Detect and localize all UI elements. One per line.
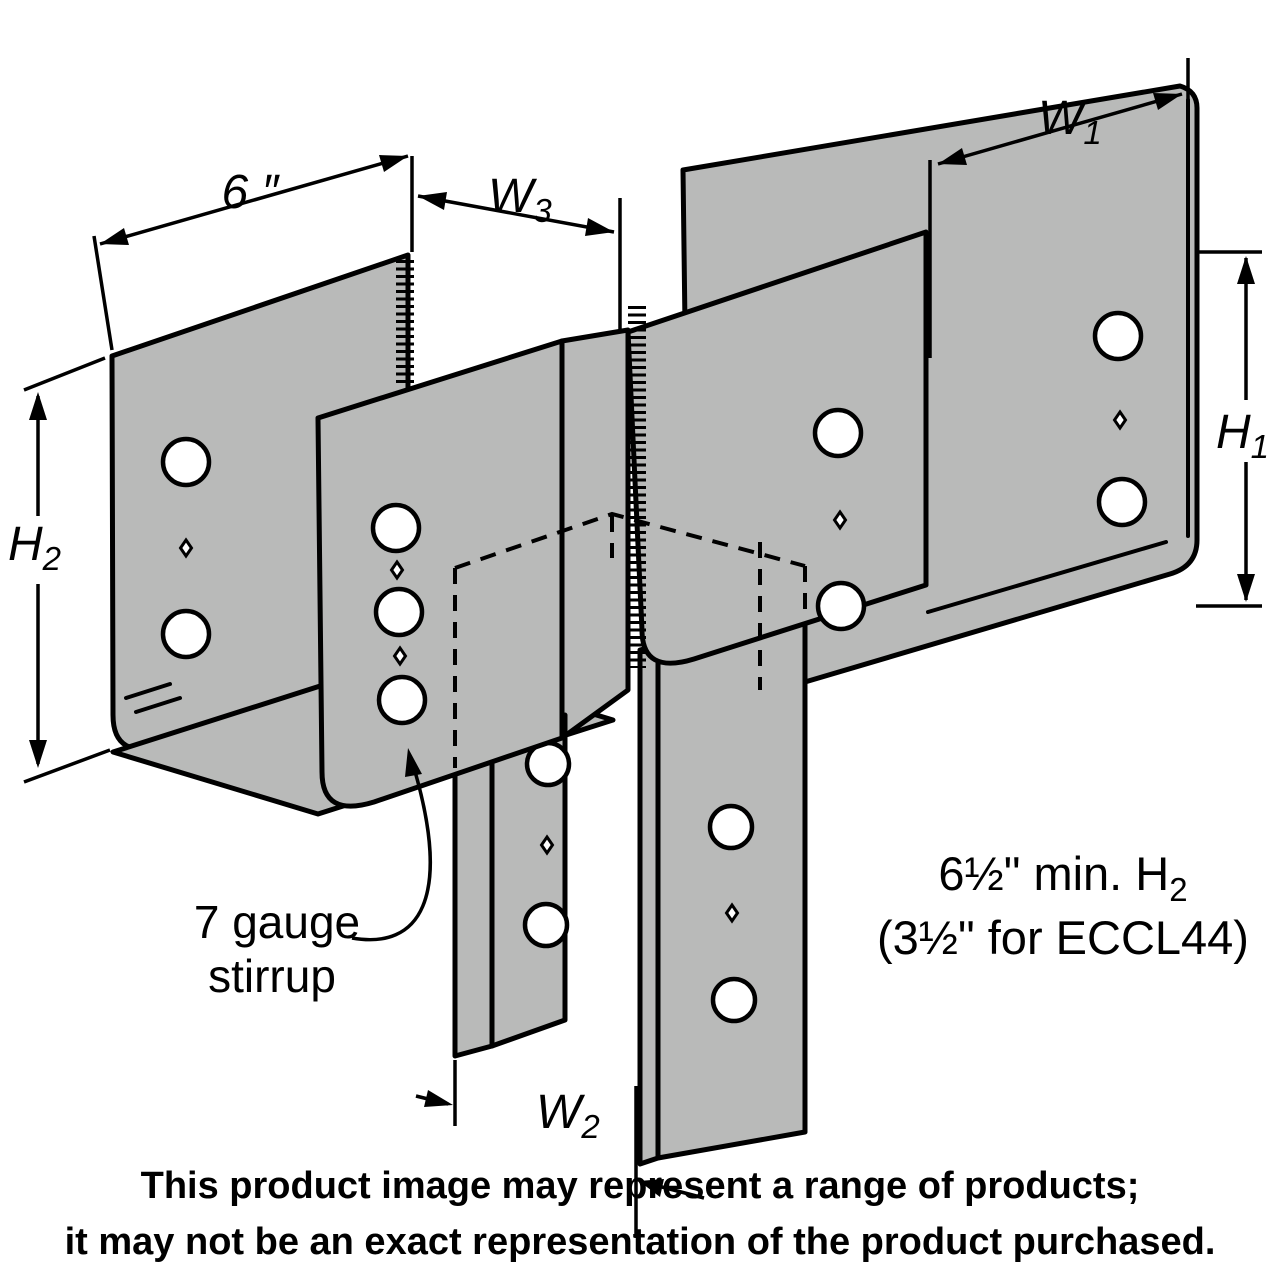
left-channel-front-flange xyxy=(315,338,565,809)
label-seat-length: 6 ″ xyxy=(221,166,280,219)
arrowhead xyxy=(585,218,614,236)
strap-side-face xyxy=(637,642,661,1167)
break-mark xyxy=(134,696,182,714)
dim-h1: H1 xyxy=(1196,250,1269,608)
bolt-hole xyxy=(373,586,425,638)
bolt-hole xyxy=(522,901,570,949)
strap-side-face xyxy=(452,737,495,1059)
disclaimer-line-1: This product image may represent a range… xyxy=(141,1165,1140,1207)
dim-h2: H2 xyxy=(8,356,111,784)
dim-w3: W3 xyxy=(417,170,622,330)
arrowhead xyxy=(29,740,47,768)
bolt-hole xyxy=(376,674,428,726)
dim-w2: W2 xyxy=(415,1060,705,1238)
nail-diamond xyxy=(832,509,848,531)
stirrup-strap-back xyxy=(637,592,808,1167)
bolt-hole xyxy=(370,502,422,554)
bolt-hole xyxy=(160,608,212,660)
web-bend-line xyxy=(926,540,1168,614)
label-w1: W1 xyxy=(1038,92,1102,151)
nail-diamond xyxy=(724,902,740,924)
right-channel-front-flange xyxy=(625,229,929,666)
arrowhead xyxy=(405,748,422,777)
bolt-hole xyxy=(815,580,867,632)
arrowhead xyxy=(1153,93,1182,110)
arrowhead xyxy=(379,155,408,172)
arrowhead xyxy=(639,1179,664,1197)
arrowhead xyxy=(1237,574,1255,602)
nail-diamond xyxy=(389,559,405,581)
dimension-line xyxy=(99,154,409,246)
min-height-note: 6½" min. H2 (3½" for ECCL44) xyxy=(877,847,1249,964)
bolt-hole xyxy=(710,976,758,1024)
dim-w1: W1 xyxy=(928,58,1190,358)
disclaimer-line-2: it may not be an exact representation of… xyxy=(65,1221,1216,1263)
nail-diamond xyxy=(392,645,408,667)
bolt-hole xyxy=(1092,310,1144,362)
middle-web xyxy=(559,327,631,741)
extension-line xyxy=(23,748,111,784)
leader-arrow xyxy=(351,767,432,942)
arrowhead xyxy=(424,1090,453,1107)
nail-diamond xyxy=(1112,409,1128,431)
bolt-hole xyxy=(812,407,864,459)
hidden-column-top xyxy=(454,511,806,570)
stirrup-callout: 7 gauge stirrup xyxy=(194,748,432,1002)
dim-seat-length: 6 ″ xyxy=(92,154,414,351)
extension-line xyxy=(92,235,114,351)
nail-diamond xyxy=(178,537,194,559)
label-h2: H2 xyxy=(8,518,61,577)
arrowhead xyxy=(418,192,447,210)
min-height-line1: 6½" min. H2 xyxy=(938,847,1187,908)
arrowhead xyxy=(938,148,967,165)
stirrup-label-line1: 7 gauge xyxy=(194,896,360,948)
label-h1: H1 xyxy=(1216,406,1269,465)
min-height-line2: (3½" for ECCL44) xyxy=(877,911,1249,964)
label-w3: W3 xyxy=(488,170,552,229)
break-mark xyxy=(124,682,172,700)
dimension-line xyxy=(417,194,615,234)
dimension-line xyxy=(937,92,1183,166)
bolt-hole xyxy=(1096,476,1148,528)
arrowhead xyxy=(29,392,47,420)
nail-diamond xyxy=(539,834,555,856)
label-w2: W2 xyxy=(536,1086,600,1145)
bolt-hole xyxy=(160,436,212,488)
dimension-line xyxy=(661,1185,705,1200)
bolt-hole xyxy=(707,803,755,851)
hidden-column-outline xyxy=(453,511,807,768)
arrowhead xyxy=(100,228,129,245)
strap-main-face xyxy=(655,592,808,1161)
arrowhead xyxy=(1237,256,1255,284)
extension-line xyxy=(23,356,106,392)
stirrup-label-line2: stirrup xyxy=(208,950,336,1002)
stirrup-strap-front xyxy=(452,712,572,1059)
